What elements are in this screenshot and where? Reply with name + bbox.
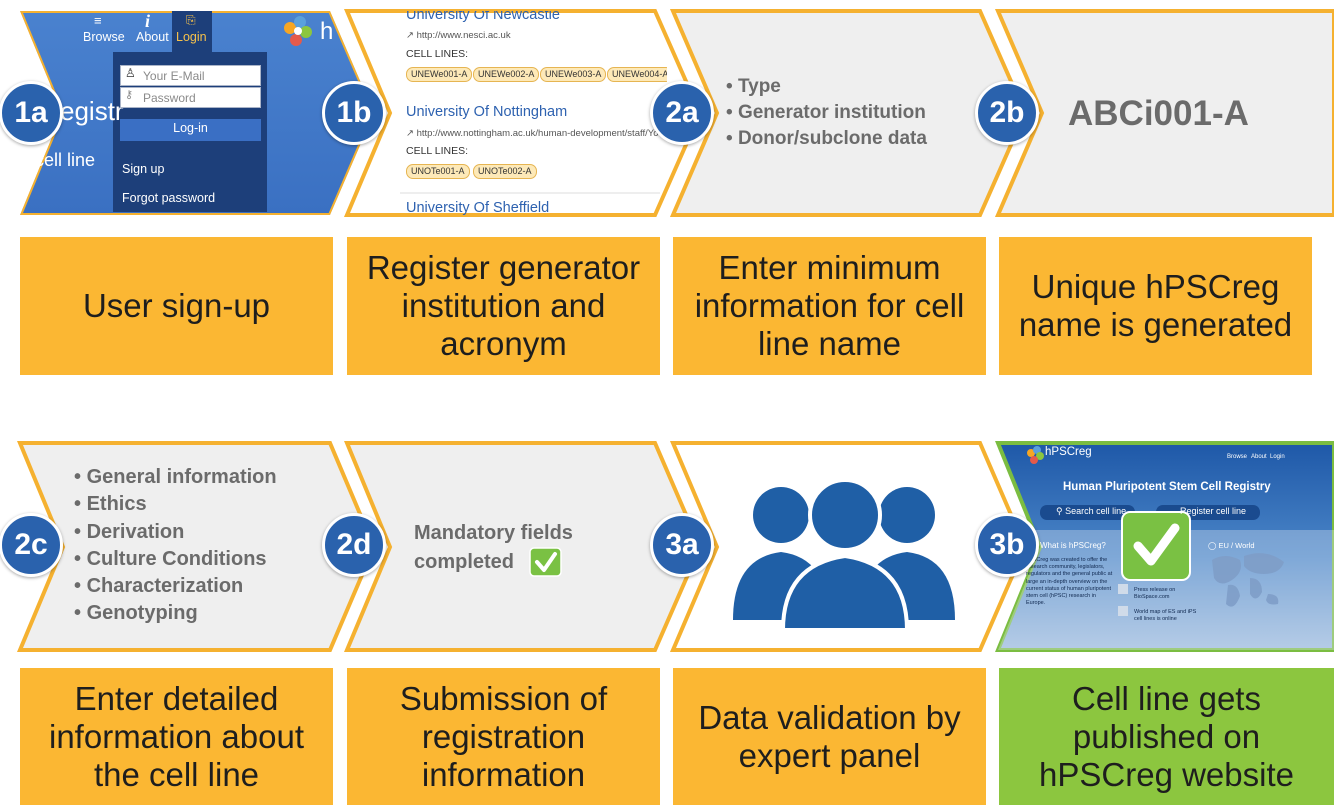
list-item: • Genotyping [74,602,198,625]
search-icon: ≡ [94,13,102,28]
nav-about[interactable]: About [136,30,169,44]
institution-url[interactable]: ↗ http://www.nesci.ac.uk [406,30,511,41]
website-logo-icon [1027,446,1044,464]
cell-line-tag[interactable]: UNOTe001-A [406,164,470,179]
caption-box-3a [673,668,986,805]
email-field[interactable]: Your E-Mail [120,65,261,86]
nav-login[interactable]: Login [176,30,207,44]
login-button[interactable]: Log-in [173,121,208,135]
website-map-label: ◯ EU / World [1208,541,1255,550]
caption-box-2b [999,237,1312,375]
step-badge-2c: 2c [0,513,63,577]
forgot-password-link[interactable]: Forgot password [122,191,216,205]
list-item: • Ethics [74,493,147,516]
mandatory-fields-status: Mandatory fields completed [414,522,573,573]
world-map-icon [1212,553,1284,607]
login-icon: ⎘ [186,13,196,27]
step-badge-3a: 3a [650,513,714,577]
step-badge-1a: 1a [0,81,63,145]
website-news[interactable]: World map of ES and iPS cell lines is on… [1134,609,1197,622]
cell-lines-label: CELL LINES: [406,48,469,60]
password-field[interactable]: Password [120,87,261,108]
website-news[interactable]: Press release on BioSpace.com [1134,587,1176,600]
cell-lines-label: CELL LINES: [406,145,469,157]
list-item: • Characterization [74,575,244,598]
website-title: Human Pluripotent Stem Cell Registry [1063,481,1271,493]
institution-name[interactable]: University Of Sheffield [406,200,550,215]
cell-line-tag[interactable]: UNEWe001-A [406,67,473,82]
caption-box-3b [999,668,1334,805]
people-icon [733,478,955,632]
chevron-2c [16,441,377,652]
logo-letter: h [320,18,334,45]
caption-box-1b [347,237,660,375]
website-what-is-text: hPSCreg was created to offer the researc… [1026,557,1113,607]
institution-name[interactable]: University Of Nottingham [406,104,568,120]
cell-line-tag[interactable]: UNEWe003-A [540,67,607,82]
list-item: • General information [74,466,277,488]
generated-cell-line-name: ABCi001-A [1068,94,1249,133]
cell-line-tag[interactable]: UNOTe002-A [473,164,537,179]
checkmark-box-large [1121,511,1191,581]
background-heading: egistr [60,96,124,126]
step-badge-2b: 2b [975,81,1039,145]
step-badge-2d: 2d [322,513,386,577]
key-icon: ⚷ [125,89,134,101]
sign-up-link[interactable]: Sign up [122,162,165,176]
list-item: • Generator institution [726,102,926,123]
website-nav-about[interactable]: About [1251,454,1267,460]
info-icon: i [145,11,151,31]
website-logo: hPSCreg [1045,446,1092,458]
nav-browse[interactable]: Browse [83,30,125,44]
cell-line-name-fields: • Type • Generator institution • Donor/s… [726,74,927,152]
list-item: • Donor/subclone data [726,128,927,149]
website-what-is-heading: What is hPSCreg? [1040,541,1106,550]
institution-name[interactable]: University Of Newcastle [406,11,560,23]
chevron-2d [343,441,703,652]
list-item: • Derivation [74,520,185,543]
caption-box-2d [347,668,660,805]
caption-1a: User sign-up [82,287,271,324]
list-item: • Culture Conditions [74,547,267,570]
cell-line-tag[interactable]: UNEWe004-A [607,67,667,82]
website-register-button[interactable]: Register cell line [1180,506,1247,516]
login-button-bg[interactable] [120,119,261,141]
website-nav-login[interactable]: Login [1270,454,1285,460]
institution-url[interactable]: ↗ http://www.nottingham.ac.uk/human-deve… [406,128,667,139]
cell-line-tag[interactable]: UNEWe002-A [473,67,540,82]
caption-box-2a [673,237,986,375]
list-item: • Type [726,76,781,97]
hpscreg-logo-icon [284,16,312,46]
step-badge-3b: 3b [975,513,1039,577]
user-icon: ♙ [125,66,136,80]
background-subheading: r cell line [24,150,96,170]
website-search-button[interactable]: ⚲ Search cell line [1056,506,1127,516]
detailed-information-list: • General information • Ethics • Derivat… [74,464,277,628]
step-badge-1b: 1b [322,81,386,145]
step-badge-2a: 2a [650,81,714,145]
caption-box-2c [20,668,333,805]
chevron-2a [669,9,1028,217]
caption-box-1a [20,237,333,375]
website-nav-browse[interactable]: Browse [1227,454,1248,460]
